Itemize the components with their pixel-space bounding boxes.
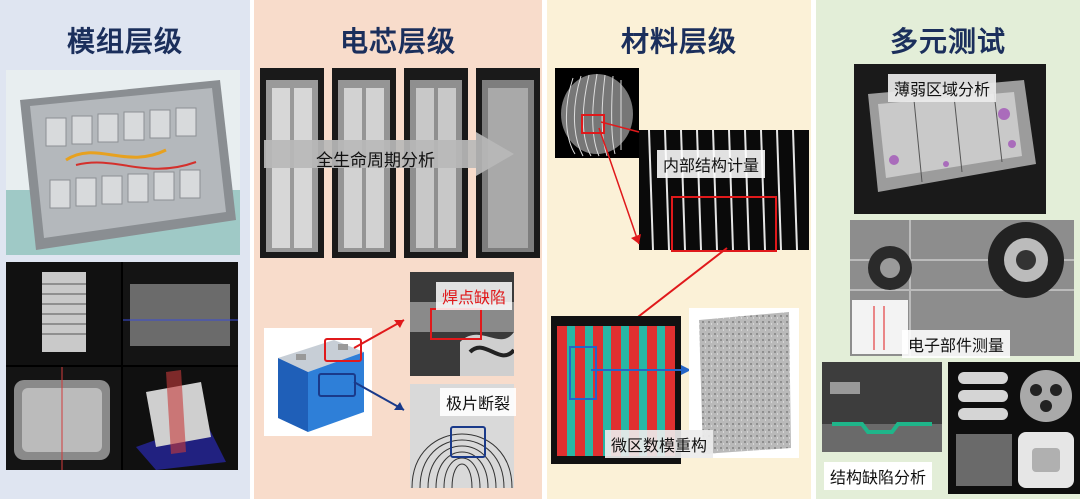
thin-area-label: 薄弱区域分析 <box>888 74 997 102</box>
micro-region-box <box>569 346 597 400</box>
thin-area-ct <box>854 64 1046 214</box>
electrode-fracture-label: 极片断裂 <box>440 388 517 416</box>
connector-ct-collage <box>948 362 1080 494</box>
electrode-fracture-box <box>450 426 486 458</box>
battery-module-photo <box>6 70 240 255</box>
structural-defect-label: 结构缺陷分析 <box>824 462 933 490</box>
module-level-panel: 模组层级 <box>0 0 250 499</box>
weld-defect-box <box>430 308 482 340</box>
weld-defect-label: 焊点缺陷 <box>436 282 513 310</box>
multi-test-title: 多元测试 <box>889 25 1006 58</box>
module-level-title: 模组层级 <box>66 25 183 58</box>
jellyroll-ct <box>555 68 639 158</box>
micro-blue-arrow <box>591 360 691 380</box>
multi-test-panel: 多元测试 薄弱区域分析 <box>816 0 1080 499</box>
cell-arrows <box>350 300 410 420</box>
material-level-title: 材料层级 <box>620 25 737 58</box>
reconstructed-texture <box>689 308 799 458</box>
module-ct-multiview <box>6 262 238 470</box>
material-level-panel: 材料层级 内部结构计量 <box>547 0 811 499</box>
lifecycle-label: 全生命周期分析 <box>316 151 435 171</box>
cell-level-panel: 电芯层级 <box>254 0 542 499</box>
cell-level-title: 电芯层级 <box>339 25 456 58</box>
structural-defect-ct <box>822 362 942 452</box>
micro-modeling-label: 微区数模重构 <box>605 430 714 458</box>
internal-metrology-label: 内部结构计量 <box>657 150 766 178</box>
electrode-highlight-box <box>318 373 356 397</box>
electronics-label: 电子部件测量 <box>902 330 1011 358</box>
weld-highlight-box <box>324 338 362 362</box>
jellyroll-highlight-box <box>581 114 605 134</box>
lifecycle-arrow <box>264 132 514 176</box>
